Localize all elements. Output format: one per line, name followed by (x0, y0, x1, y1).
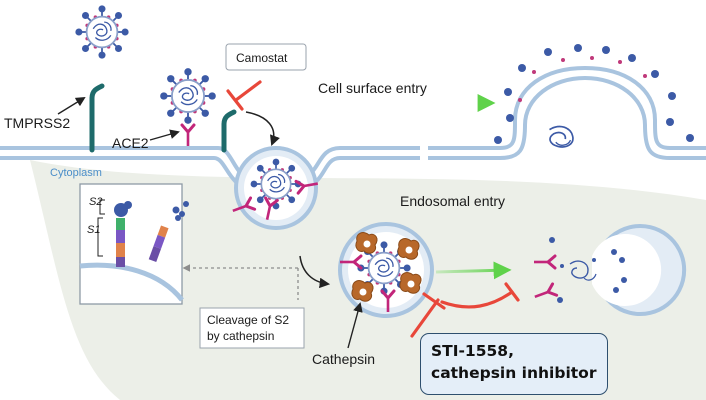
ace2-pointer (149, 129, 180, 141)
callout-line-2: cathepsin inhibitor (431, 364, 597, 382)
spike-protein-cleaved (148, 225, 169, 263)
tmprss2-protein-left (89, 83, 105, 153)
early-endosome (229, 146, 321, 230)
sti-1558-callout: STI-1558, cathepsin inhibitor (420, 333, 608, 395)
cell-surface-entry-label: Cell surface entry (318, 80, 427, 96)
endocytosis-arrow (245, 111, 280, 146)
callout-line-1: STI-1558, (431, 342, 514, 360)
ace2-receptor (180, 123, 196, 148)
cathepsin-label: Cathepsin (312, 351, 375, 367)
sti-1558-inhibition (410, 282, 520, 338)
tmprss2-pointer (57, 96, 86, 115)
cleavage-box (199, 307, 305, 349)
released-s1-subunits (172, 201, 189, 221)
fusion-pit (494, 44, 694, 150)
endosomal-entry-label: Endosomal entry (400, 193, 505, 209)
s2-label: S2 (89, 196, 102, 208)
cleavage-label-line2: by cathepsin (207, 329, 274, 343)
tmprss2-label: TMPRSS2 (4, 115, 70, 131)
cytoplasm-label: Cytoplasm (50, 167, 102, 179)
tmprss2-protein-right (221, 109, 237, 153)
spike-inset-panel: S2 S1 (79, 183, 189, 305)
cleavage-label-line1: Cleavage of S2 (207, 313, 289, 327)
late-endosome (338, 222, 434, 318)
virus-particle-free (74, 4, 130, 60)
maturation-arrow (299, 255, 331, 289)
camostat-inhibition (226, 80, 262, 111)
fusing-endosome (531, 224, 687, 316)
ace2-label: ACE2 (112, 135, 149, 151)
s1-label: S1 (87, 224, 100, 236)
endosomal-fusion-arrow (435, 261, 512, 280)
virus-particle-binding (159, 67, 217, 125)
camostat-box (225, 43, 307, 71)
spike-protein-intact (114, 201, 132, 267)
membrane-break (420, 142, 428, 164)
cathepsin-pointer (347, 302, 363, 349)
camostat-label: Camostat (236, 51, 288, 65)
released-genome (549, 125, 574, 148)
